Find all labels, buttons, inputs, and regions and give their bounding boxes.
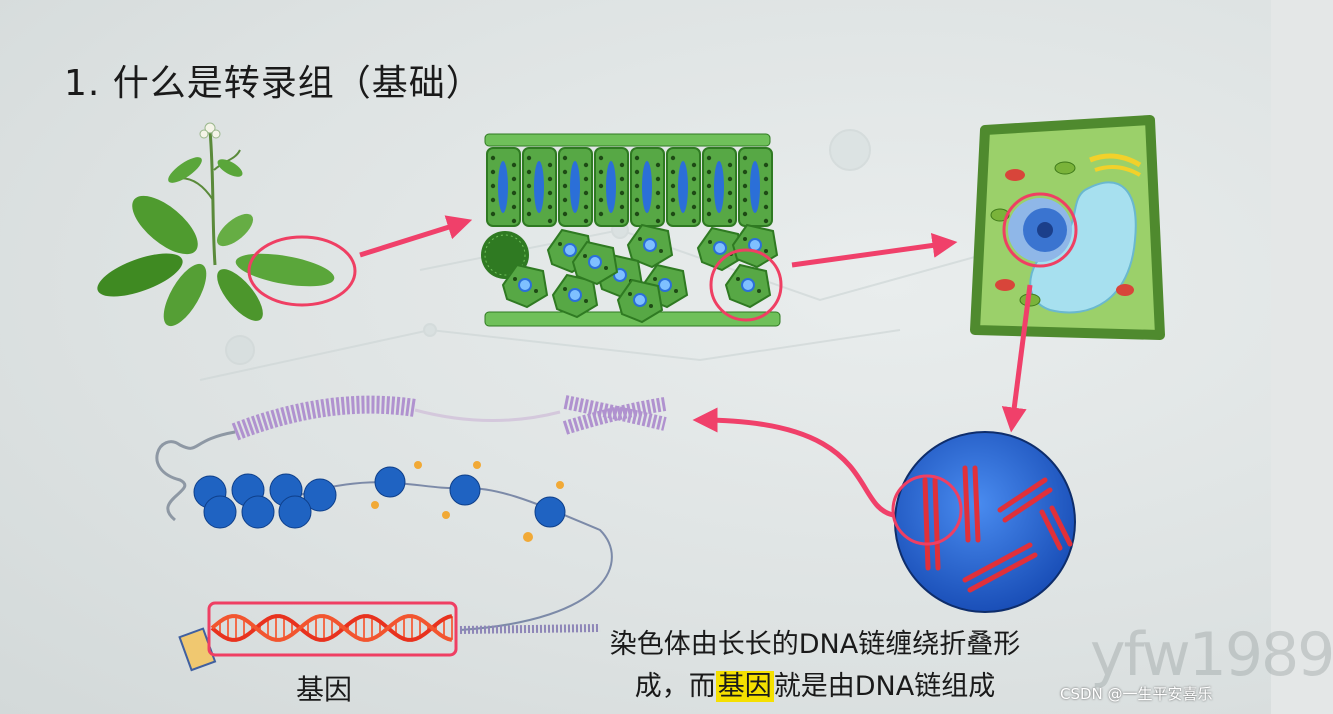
arrow-nucleus-to-chromosome [692,407,894,518]
background-network [199,129,1001,381]
chromatin-illustration [155,395,667,634]
caption: 染色体由长长的DNA链缠绕折叠形 成，而基因就是由DNA链组成 [585,624,1045,708]
csdn-watermark: CSDN @一生平安喜乐 [1060,685,1213,703]
nucleus-highlight-circle [1002,192,1078,268]
tissue-cell-highlight-circle [709,248,783,322]
arrow-tissue-to-cell [791,233,958,268]
arrow-plant-to-tissue [359,215,473,258]
caption-line-2-end: 就是由DNA链组成 [773,671,996,702]
plant-cell-illustration [970,115,1165,340]
caption-line-2: 成，而基因就是由DNA链组成 [585,666,1045,708]
background-watermark: yfw1989 [1090,620,1333,690]
plant-illustration [97,122,335,327]
gene-highlight-box [207,601,458,657]
caption-highlight-gene: 基因 [715,671,774,702]
caption-line-1: 染色体由长长的DNA链缠绕折叠形 [609,629,1021,660]
leaf-tissue-illustration [481,133,781,327]
slide-illustration [97,115,1165,672]
gene-label: 基因 [296,673,353,706]
dna-helix-illustration [178,614,453,672]
leaf-highlight-circle [247,235,357,307]
nucleus-illustration [894,431,1076,613]
arrow-cell-to-nucleus [1001,284,1033,433]
chromosome-highlight-circle [891,474,963,546]
slide-title: 1. 什么是转录组（基础） [64,63,483,104]
caption-line-2-start: 成，而 [634,671,716,702]
